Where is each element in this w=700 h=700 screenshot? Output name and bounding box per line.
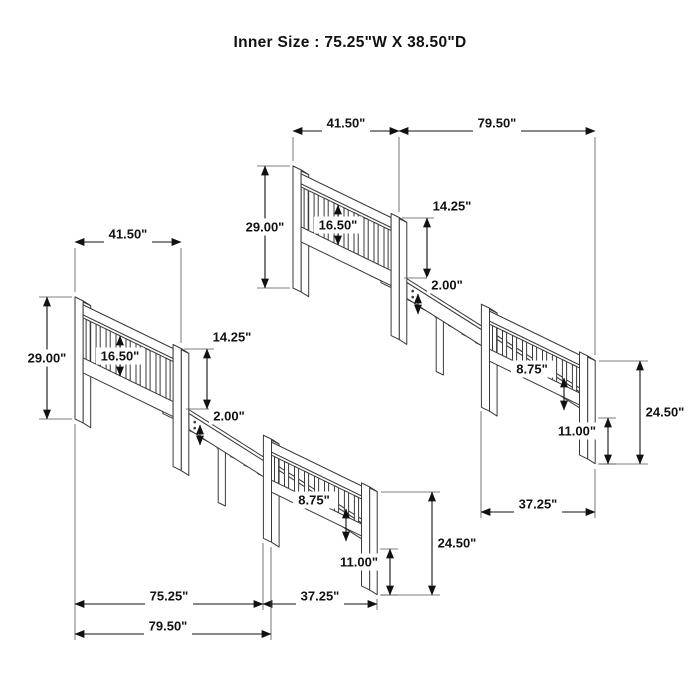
dimension-label-bg	[335, 553, 383, 571]
dimension-label: 14.25"	[213, 330, 252, 345]
bed-part	[363, 217, 369, 260]
bed-part	[145, 348, 151, 391]
diagram-title: Inner Size : 75.25"W X 38.50"D	[233, 34, 467, 51]
dimension-label-bg	[427, 276, 467, 294]
dimension-label-bg	[104, 225, 152, 243]
dimension-label-bg	[96, 347, 144, 365]
dimension-label-bg	[314, 216, 362, 234]
dimension-label: 41.50"	[327, 116, 366, 131]
dimension-label: 11.00"	[340, 555, 378, 570]
dimension-label: 2.00"	[431, 278, 462, 293]
dimension-label: 16.50"	[101, 349, 140, 364]
dimension-label-bg	[241, 218, 289, 236]
dimension-label-bg	[296, 587, 344, 605]
bed-part	[398, 217, 408, 345]
dimension-label-bg	[514, 495, 562, 513]
bed-part	[369, 486, 378, 596]
bed-part	[172, 344, 182, 472]
dimension-label-bg	[322, 114, 370, 132]
dimension-label-bg	[144, 617, 192, 635]
dimension-label: 37.25"	[519, 497, 558, 512]
dimension-label-bg	[293, 491, 335, 509]
dimension-label: 16.50"	[319, 218, 358, 233]
bed-part	[274, 456, 280, 485]
dimension-label: 8.75"	[298, 493, 329, 508]
dimension-label: 14.25"	[433, 199, 472, 214]
dimension-label: 29.00"	[28, 351, 67, 366]
bed-part	[294, 465, 300, 494]
bed-part	[571, 364, 578, 392]
bed-part	[579, 351, 589, 460]
dimension-label-bg	[145, 587, 193, 605]
dimension-label-bg	[208, 328, 256, 346]
bed-part	[587, 355, 596, 465]
dimension-label: 41.50"	[109, 227, 148, 242]
bed-part	[512, 334, 518, 363]
bed-part	[303, 187, 309, 231]
bed-part	[383, 226, 389, 270]
bed-part	[74, 296, 84, 424]
dimension-label: 24.50"	[646, 405, 685, 420]
bed-part	[551, 354, 558, 383]
bed-part	[492, 325, 498, 354]
bed-part	[292, 165, 302, 293]
bed-part	[85, 318, 91, 362]
bolt-hole	[411, 289, 415, 293]
dimension-label-bg	[433, 534, 481, 552]
dimension-label: 75.25"	[150, 589, 189, 604]
dimension-label-bg	[553, 422, 601, 440]
bolt-hole	[193, 420, 196, 424]
bed-part	[480, 303, 490, 412]
bed-part	[165, 357, 171, 401]
dimension-label: 29.00"	[246, 220, 285, 235]
dimension-label-bg	[641, 403, 689, 421]
bed-part	[373, 221, 379, 265]
dimension-label-bg	[473, 114, 521, 132]
bolt-hole	[193, 426, 196, 430]
bed-part	[180, 348, 190, 476]
bed-part	[361, 482, 371, 591]
bolt-hole	[411, 295, 415, 299]
dimension-label: 79.50"	[478, 116, 517, 131]
dimension-label: 11.00"	[558, 424, 596, 439]
dimension-label: 37.25"	[301, 589, 340, 604]
bed-part	[284, 461, 290, 489]
dimension-label: 8.75"	[516, 362, 547, 377]
dimension-label-bg	[209, 407, 249, 425]
bed-part	[502, 330, 508, 358]
bed-part	[353, 495, 360, 523]
dimension-label-bg	[428, 197, 476, 215]
dimension-label: 79.50"	[149, 619, 188, 634]
bed-part	[262, 434, 272, 543]
dimension-label: 2.00"	[213, 409, 244, 424]
dimension-label: 24.50"	[438, 536, 477, 551]
dimension-label-bg	[511, 360, 553, 378]
dimension-label-bg	[23, 349, 71, 367]
bed-part	[390, 213, 400, 341]
bed-part	[333, 485, 340, 514]
bed-part	[155, 352, 161, 396]
